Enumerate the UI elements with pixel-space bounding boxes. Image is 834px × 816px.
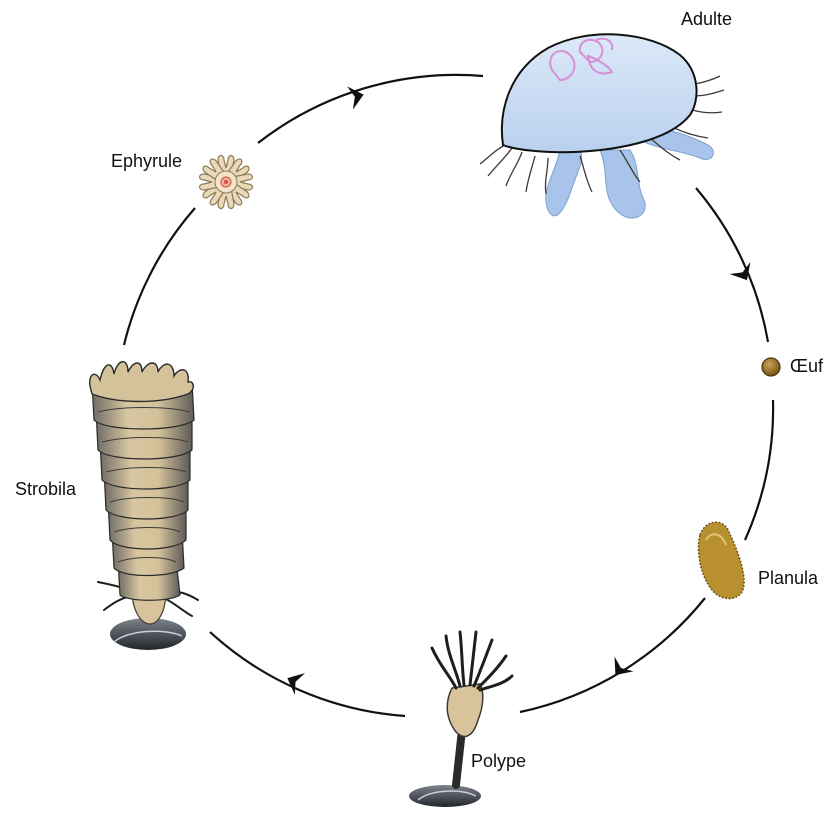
cycle-segment-polype-strobila [210, 632, 405, 716]
cycle-segment-oeuf-planula [745, 400, 773, 540]
cycle-arrows [282, 83, 757, 695]
strobila-icon [90, 362, 198, 650]
cycle-segment-planula-polype [520, 598, 705, 712]
cycle-segment-ephyrule-adulte [258, 75, 483, 143]
cycle-segment-strobila-ephyrule [124, 208, 195, 345]
polyp-icon [409, 632, 512, 807]
stage-label-polype: Polype [471, 751, 526, 772]
adult-medusa-icon [480, 34, 724, 218]
stage-label-planula: Planula [758, 568, 818, 589]
egg-icon [762, 358, 780, 376]
cycle-segment-adulte-oeuf [696, 188, 768, 342]
arrow-chevron-icon [347, 83, 366, 110]
stage-label-strobila: Strobila [15, 479, 76, 500]
planula-icon [699, 522, 745, 598]
stage-label-adulte: Adulte [681, 9, 732, 30]
stage-label-oeuf: Œuf [790, 356, 823, 377]
ephyra-icon [200, 156, 253, 209]
arrow-chevron-icon [730, 262, 758, 286]
stage-label-ephyrule: Ephyrule [111, 151, 182, 172]
